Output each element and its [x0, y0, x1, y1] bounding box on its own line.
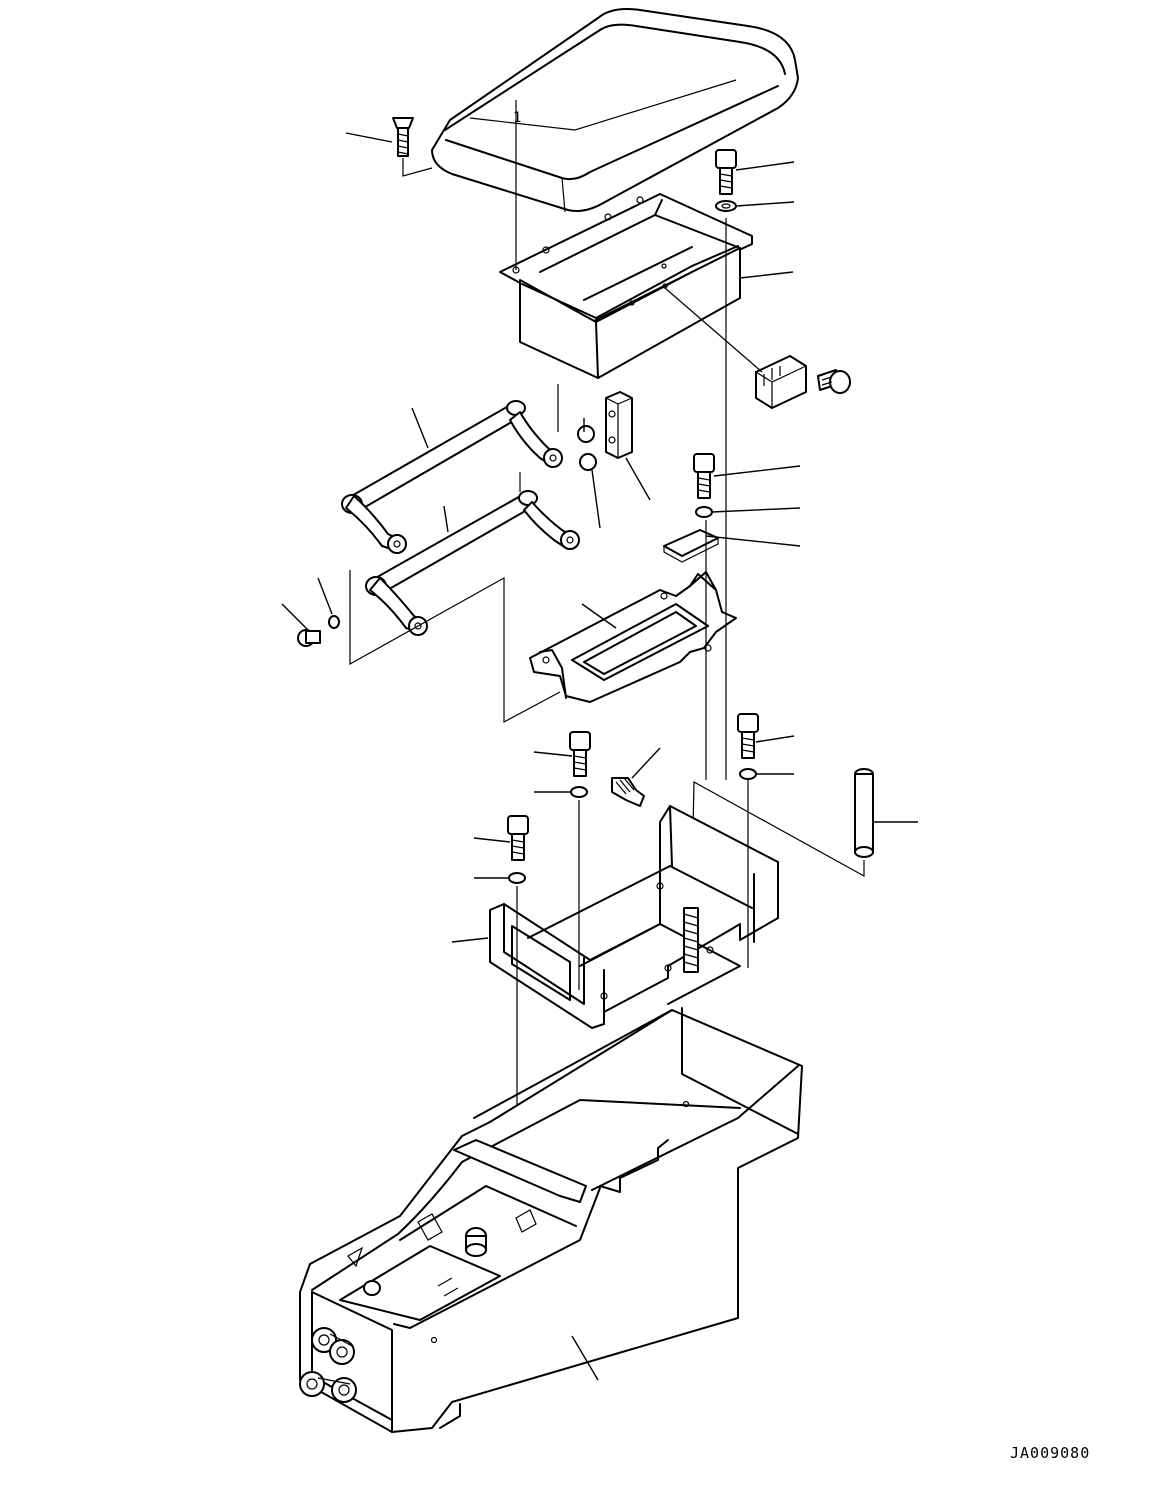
leader-block [625, 457, 651, 501]
switch-connector [755, 355, 807, 409]
pin-washer [328, 615, 340, 629]
armrest-cushion: 1 [431, 8, 799, 213]
leader-upper-cap-bolt [735, 161, 795, 171]
lock-screw [611, 777, 645, 807]
base-bracket [489, 805, 779, 1029]
connector-bolt [817, 369, 851, 394]
bushing [577, 425, 597, 471]
leader-pin-washer [317, 577, 333, 615]
parallel-link-lower [365, 490, 580, 636]
callout-number: 1 [513, 110, 521, 126]
bolt-3 [737, 713, 759, 759]
leader-flat-screw [345, 132, 393, 143]
leader-slide-plate [581, 603, 617, 629]
leader-link-upper [411, 407, 429, 449]
leader-pivot-pin [281, 603, 309, 631]
washer-3 [739, 768, 757, 780]
align-line-2 [705, 520, 749, 968]
leader-bolt-2 [533, 751, 573, 757]
washer-1 [695, 506, 713, 518]
cushion-bracket [499, 193, 753, 379]
spring [683, 907, 699, 973]
drawing-code: JA009080 [1010, 1444, 1091, 1462]
leader-washer-1 [711, 507, 801, 513]
align-connector [664, 287, 763, 373]
leader-console-box [571, 1335, 599, 1381]
bolt-1 [693, 453, 715, 499]
leader-link-lower [443, 505, 449, 533]
link-group-outline [349, 570, 561, 724]
washer-4 [508, 872, 526, 884]
leader-bolt-3 [755, 735, 795, 743]
bolt-2 [569, 731, 591, 777]
block [605, 391, 633, 459]
plate [663, 529, 719, 563]
guide-pin [854, 768, 874, 858]
washer-2 [570, 786, 588, 798]
leader-lock-screw [631, 747, 661, 779]
leader-upper-washer [735, 201, 795, 207]
leader-bolt-4 [473, 837, 511, 843]
flat-screw [392, 117, 414, 157]
console-box [299, 1007, 803, 1433]
leader-bushing-2 [591, 469, 601, 529]
link-group-outline-2 [519, 384, 559, 492]
align-flat-screw [402, 158, 433, 177]
leader-base-bracket [451, 937, 489, 943]
parallel-link-upper [341, 400, 563, 554]
upper-washer [715, 200, 737, 212]
leader-plate [705, 535, 801, 547]
upper-cap-bolt [715, 149, 737, 195]
leader-cushion-bracket [739, 271, 794, 279]
bolt-4 [507, 815, 529, 861]
pivot-pin [297, 629, 321, 647]
leader-bolt-1 [713, 465, 801, 477]
slide-plate [529, 571, 737, 703]
